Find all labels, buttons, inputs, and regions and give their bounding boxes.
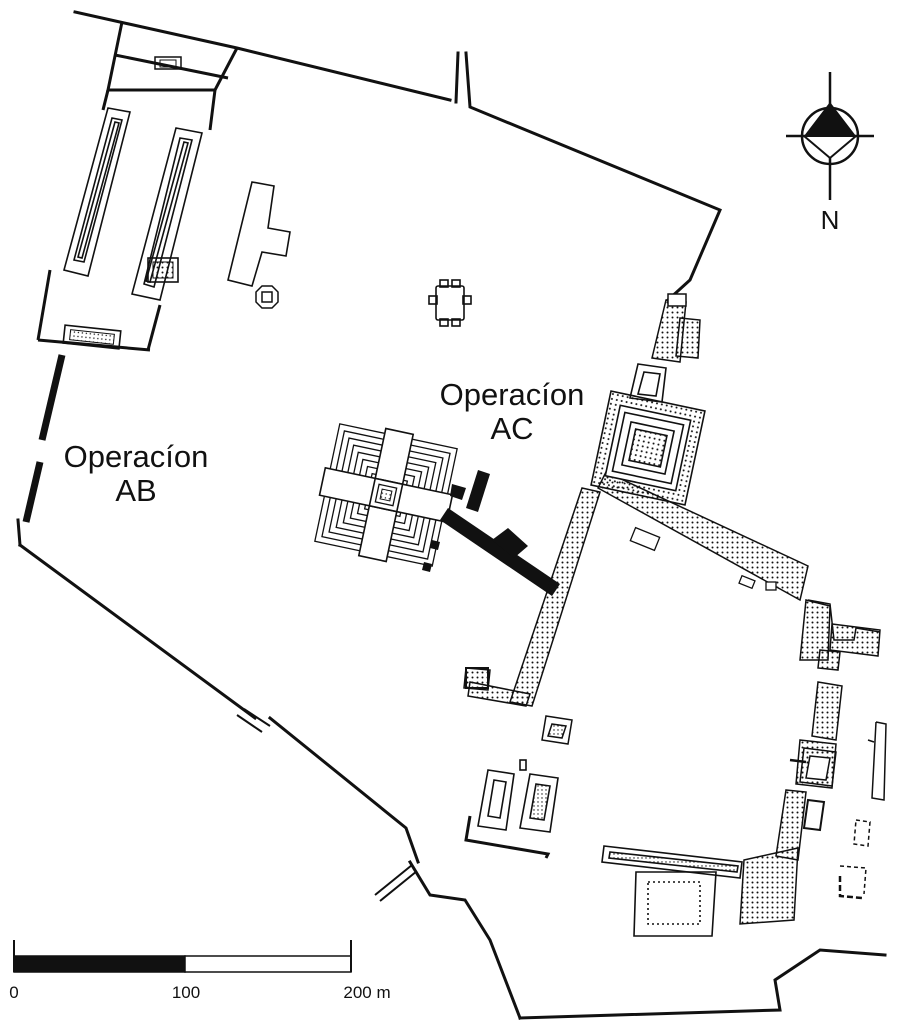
causeway-side-structures [629,526,777,591]
operation-ac-line1: Operacíon [439,377,585,412]
scale-bar-filled-segment [13,955,186,973]
east-causeway-vertical [463,487,601,707]
east-acropolis [590,390,706,506]
causeway-end-shrine [465,667,489,689]
operation-ab-line1: Operacíon [63,439,209,474]
west-wall-segments [22,354,66,523]
east-edge-compound [789,599,887,900]
operation-ab-label: Operacíon AB [56,439,216,509]
west-platform-2 [131,127,203,301]
radial-pyramid [314,423,458,567]
operation-ab-line2: AB [115,473,157,509]
compass-rose-icon [786,72,874,200]
west-platform-1 [63,107,131,277]
small-south-shrine [541,715,573,745]
scale-bar-empty-segment [184,955,352,973]
north-stair-block [651,293,701,363]
central-quatrefoil-altar [428,279,472,327]
north-label: N [820,205,840,235]
south-palace-range [601,845,743,937]
small-octagon-shrine [255,285,279,309]
scale-tick-100: 100 [171,983,201,1002]
wall-gate-lines [236,708,418,902]
t-shaped-platform [227,181,291,287]
operation-ac-line2: AC [490,411,534,447]
excavation-trench-ac [422,470,560,596]
scale-bar [13,940,352,973]
scale-tick-0: 0 [9,983,19,1002]
scale-tick-200: 200 m [343,983,391,1002]
twin-temples [464,759,559,859]
operation-ac-label: Operacíon AC [432,377,592,447]
west-compound [36,21,239,352]
